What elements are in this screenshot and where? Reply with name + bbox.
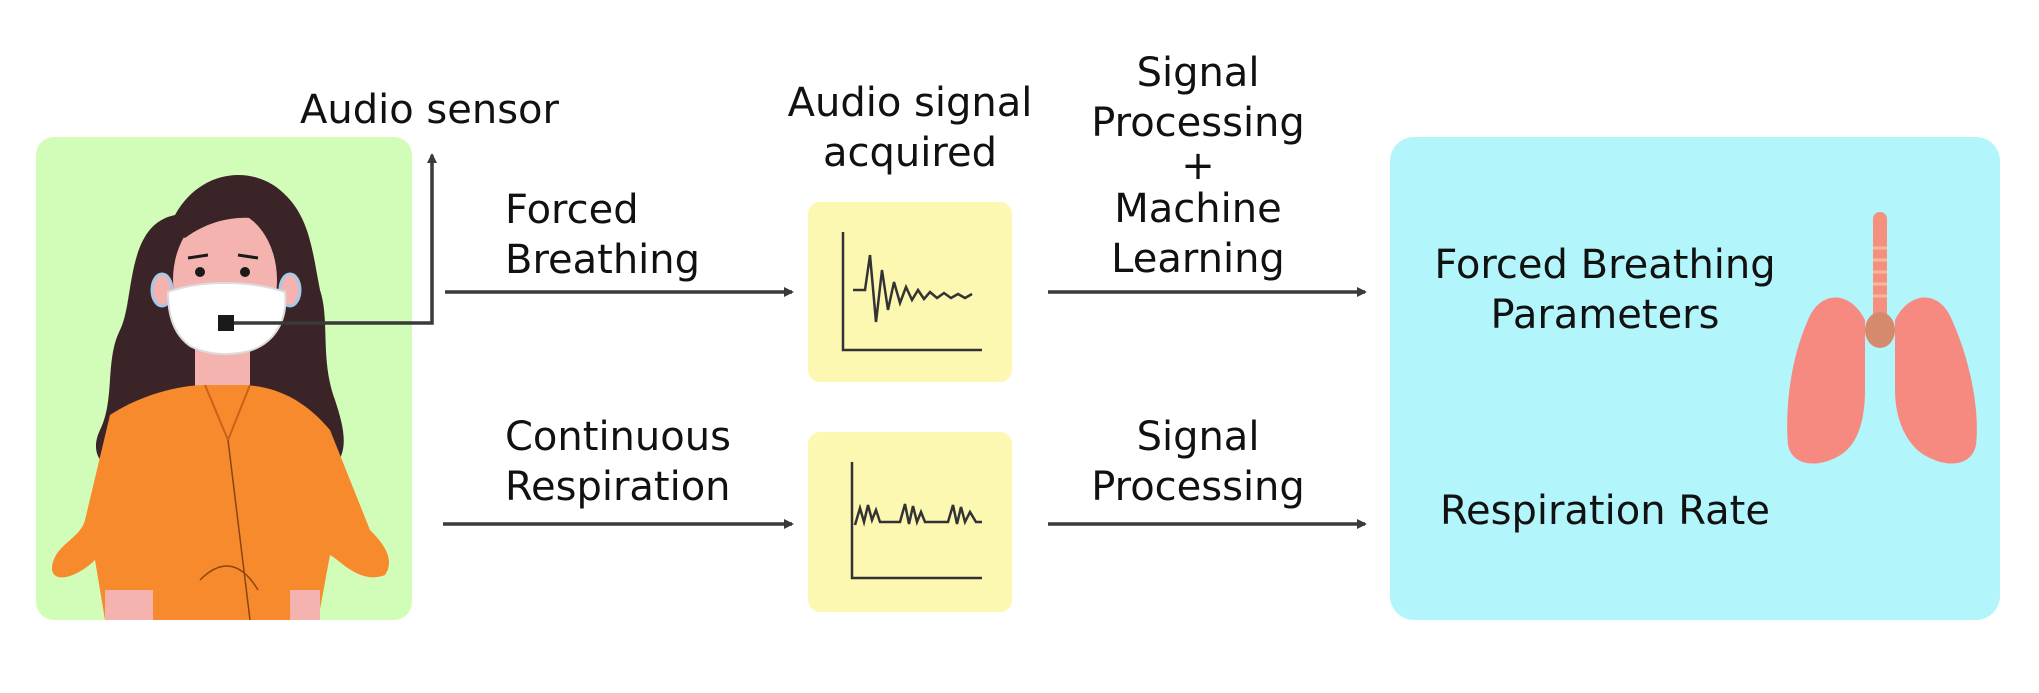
label-audio-sensor: Audio sensor xyxy=(300,87,559,133)
label-signal-processing: Signal Processing xyxy=(1091,414,1305,510)
lungs-icon xyxy=(1787,212,1977,464)
label-signal-processing-ml: Signal Processing + Machine Learning xyxy=(1091,50,1305,282)
person-with-mask-illustration xyxy=(52,175,390,621)
label-continuous-respiration: Continuous Respiration xyxy=(505,414,731,510)
waveform-periodic-icon xyxy=(850,462,982,580)
waveform-decay-icon xyxy=(841,232,982,352)
label-forced-breathing: Forced Breathing xyxy=(505,187,701,283)
label-audio-signal-acquired: Audio signal acquired xyxy=(787,80,1033,176)
sensor-connector xyxy=(234,153,437,325)
label-respiration-rate: Respiration Rate xyxy=(1440,488,1770,534)
output-panel xyxy=(1390,137,2000,620)
signal-box-forced xyxy=(808,202,1012,382)
label-forced-breathing-parameters: Forced Breathing Parameters xyxy=(1434,242,1776,338)
